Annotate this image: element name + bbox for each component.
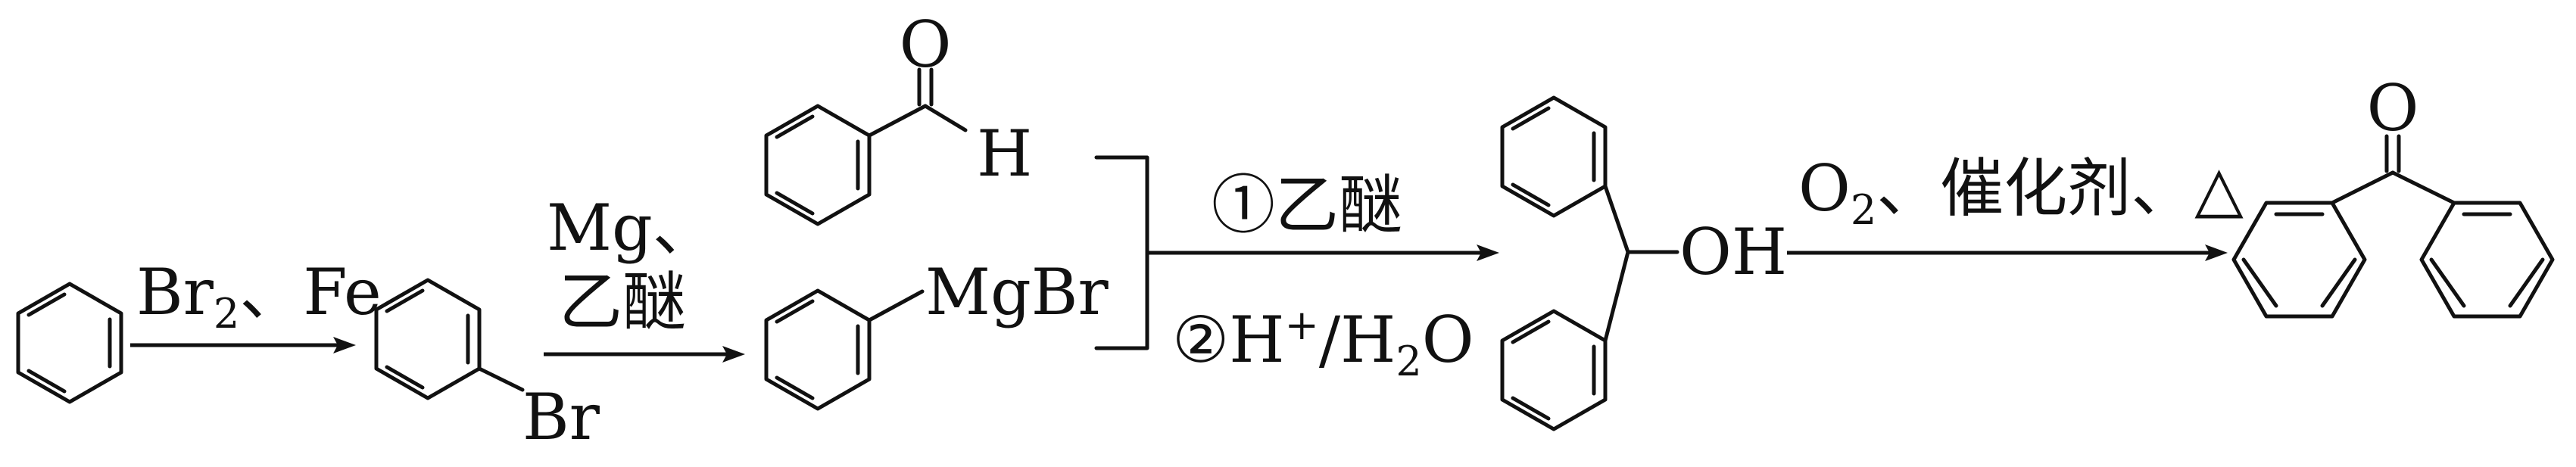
bromobenzene-br-label: Br <box>522 380 600 454</box>
ketone-o-label: O <box>2367 71 2419 145</box>
benzene-molecule <box>16 282 123 404</box>
step1-reagent-rest: 、Fe <box>239 255 381 329</box>
arrow-step-3 <box>1147 244 1499 261</box>
step1-reagent-br: Br <box>136 255 214 329</box>
grignard-molecule <box>764 288 925 411</box>
bromobenzene-molecule <box>374 278 525 400</box>
step3-sup: + <box>1285 301 1319 349</box>
arrow-step-2 <box>544 346 745 363</box>
benzaldehyde-h-label: H <box>977 117 1032 191</box>
step1-reagent-sub: 2 <box>214 290 239 338</box>
arrow-step-4 <box>1787 244 2228 261</box>
benzaldehyde-o-label: O <box>900 8 952 82</box>
benzophenone-molecule <box>2231 134 2555 319</box>
step3-condition-1: ①乙醚 <box>1212 168 1402 242</box>
step1-reagent: Br2、Fe <box>136 255 382 338</box>
step3-mid: /H <box>1319 303 1396 377</box>
benzaldehyde-molecule <box>764 67 968 226</box>
grignard-mgbr-label: MgBr <box>925 255 1109 329</box>
diphenylmethanol-molecule <box>1500 95 1679 431</box>
step3-end: O <box>1422 303 1474 377</box>
step2-reagent-line1: Mg、 <box>547 191 716 265</box>
step2-reagent-line2: 乙醚 <box>559 265 686 339</box>
arrow-step-1 <box>130 337 356 353</box>
step3-sub: 2 <box>1396 338 1421 385</box>
step3-prefix: ②H <box>1172 303 1285 377</box>
step4-rest: 、催化剂、△ <box>1876 151 2244 226</box>
step4-o: O <box>1798 151 1851 226</box>
step3-condition-2: ②H+/H2O <box>1172 301 1474 385</box>
step4-condition: O2、催化剂、△ <box>1798 151 2244 234</box>
step4-o-sub: 2 <box>1851 186 1876 234</box>
alcohol-oh-label: OH <box>1679 215 1787 289</box>
